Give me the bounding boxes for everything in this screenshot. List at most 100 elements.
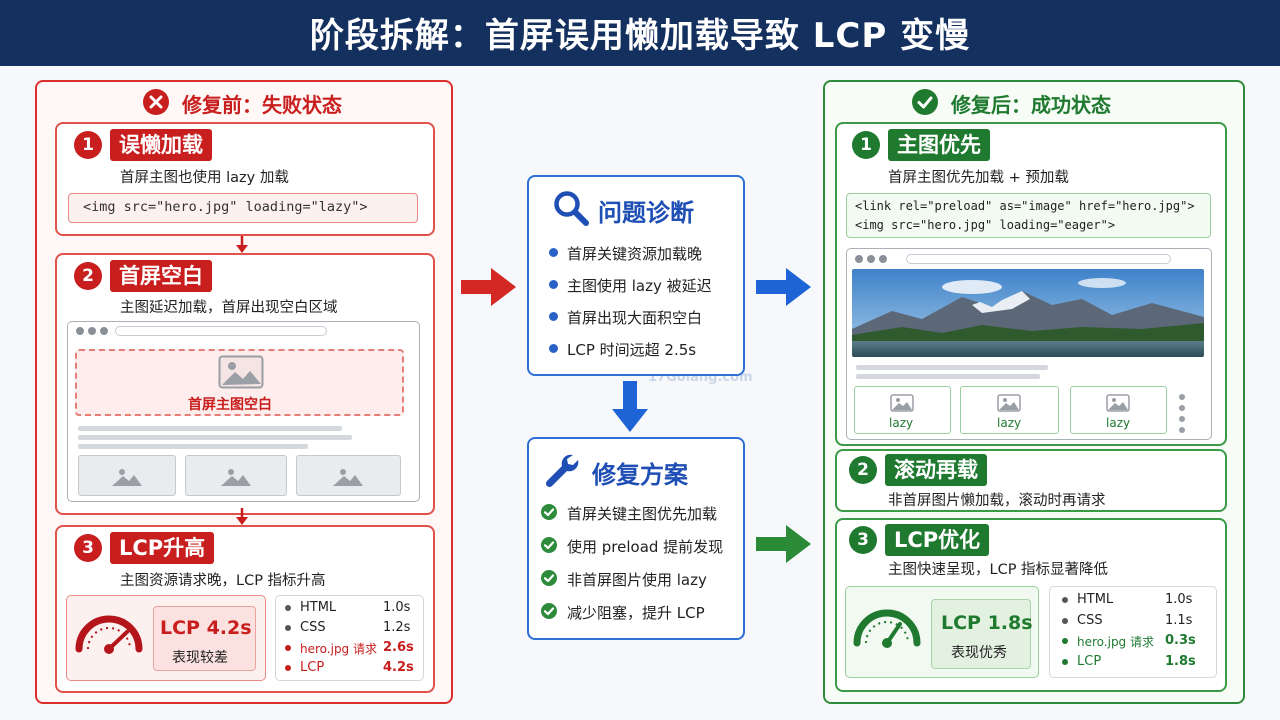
right-arrow-icon	[461, 266, 517, 312]
step-number: 2	[849, 456, 877, 484]
lazy-label: lazy	[889, 416, 914, 430]
step-desc: 首屏主图优先加载 + 预加载	[888, 170, 1069, 186]
step-tag: 首屏空白	[110, 260, 212, 292]
window-dot	[100, 327, 108, 335]
window-dot	[76, 327, 84, 335]
page-title: 阶段拆解：首屏误用懒加载导致 LCP 变慢	[309, 16, 971, 56]
metric-name: CSS	[300, 620, 326, 635]
metric-name: hero.jpg 请求	[1077, 635, 1154, 649]
step-tag: 主图优先	[888, 129, 990, 161]
step-desc: 首屏主图也使用 lazy 加载	[120, 170, 289, 186]
diagnosis-item: 主图使用 lazy 被延迟	[567, 277, 712, 295]
step-number: 3	[74, 534, 102, 562]
bullet-dot	[549, 248, 558, 257]
image-icon	[332, 467, 364, 491]
metric-value: 2.6s	[383, 640, 414, 655]
header-bar	[0, 0, 1280, 66]
step-tag: 误懒加载	[110, 129, 212, 161]
down-arrow-icon	[611, 381, 649, 437]
metric-value: 4.2s	[383, 660, 414, 675]
step-tag: LCP优化	[885, 524, 990, 556]
metric-name: LCP	[300, 660, 325, 675]
text-line	[78, 435, 352, 440]
window-dot	[88, 327, 96, 335]
text-line	[78, 444, 308, 449]
metric-dot	[285, 625, 291, 631]
metric-dot	[1062, 617, 1068, 624]
metric-value: 0.3s	[1165, 633, 1196, 648]
down-arrow-icon	[234, 236, 250, 258]
metric-value: 1.8s	[1165, 653, 1196, 669]
image-icon	[997, 394, 1021, 416]
check-circle-icon	[911, 88, 939, 116]
metric-dot	[1062, 597, 1068, 603]
check-icon	[541, 537, 557, 553]
step-number: 1	[74, 131, 102, 159]
solution-item: 首屏关键主图优先加载	[567, 505, 718, 523]
diagnosis-item: LCP 时间远超 2.5s	[567, 341, 697, 359]
diagnosis-title: 问题诊断	[598, 199, 694, 227]
metric-dot	[285, 605, 291, 611]
hero-image	[852, 269, 1204, 357]
check-icon	[541, 504, 557, 520]
step-desc: 主图快速呈现，LCP 指标显著降低	[888, 562, 1109, 578]
down-arrow-icon	[234, 508, 250, 530]
image-icon	[220, 467, 252, 491]
code-snippet: <link rel="preload" as="image" href="her…	[855, 199, 1195, 213]
lcp-rating: 表现较差	[172, 650, 228, 666]
solution-item: 使用 preload 提前发现	[567, 538, 724, 556]
step-number: 3	[849, 526, 877, 554]
lazy-label: lazy	[997, 416, 1022, 430]
image-icon	[1106, 394, 1130, 416]
lcp-rating: 表现优秀	[951, 645, 1007, 661]
text-line	[856, 365, 1048, 370]
step-desc: 主图延迟加载，首屏出现空白区域	[120, 300, 338, 316]
url-bar	[906, 254, 1171, 264]
gauge-icon	[850, 598, 924, 652]
metric-value: 1.2s	[383, 620, 411, 635]
gauge-icon	[72, 604, 146, 658]
code-snippet: <img src="hero.jpg" loading="eager">	[855, 218, 1116, 232]
step-number: 1	[852, 131, 880, 159]
solution-item: 非首屏图片使用 lazy	[567, 571, 707, 589]
lazy-label: lazy	[1106, 416, 1131, 430]
metric-value: 1.0s	[1165, 592, 1193, 607]
error-x-icon	[142, 88, 170, 116]
metric-name: HTML	[300, 600, 337, 615]
diagnosis-panel	[527, 175, 745, 376]
window-dot	[855, 255, 863, 263]
bullet-dot	[549, 312, 558, 321]
step-desc: 非首屏图片懒加载，滚动时再请求	[888, 493, 1106, 509]
wrench-icon	[543, 452, 581, 492]
window-dot	[879, 255, 887, 263]
metric-name: hero.jpg 请求	[300, 642, 377, 656]
lcp-value-box	[931, 599, 1031, 669]
lcp-value: LCP 1.8s	[941, 612, 1033, 634]
image-icon	[890, 394, 914, 416]
code-snippet: <img src="hero.jpg" loading="lazy">	[83, 199, 368, 215]
metric-dot	[1062, 638, 1068, 644]
diagnosis-item: 首屏出现大面积空白	[567, 309, 703, 327]
step-tag: 滚动再载	[885, 454, 987, 486]
metric-dot	[285, 645, 291, 651]
step-number: 2	[74, 262, 102, 290]
code-box	[846, 193, 1211, 238]
lcp-value: LCP 4.2s	[160, 617, 252, 639]
metric-value: 1.1s	[1165, 612, 1193, 628]
image-icon	[111, 467, 143, 491]
metric-name: CSS	[1077, 612, 1103, 628]
before-title: 修复前：失败状态	[182, 93, 342, 117]
text-line	[78, 426, 342, 431]
image-thumb	[78, 455, 176, 496]
solution-item: 减少阻塞，提升 LCP	[567, 604, 705, 622]
after-title: 修复后：成功状态	[951, 93, 1111, 117]
metrics-table	[1049, 586, 1217, 678]
metric-dot	[285, 665, 291, 671]
metric-dot	[1062, 658, 1068, 665]
more-dots-icon	[1178, 393, 1186, 437]
metric-value: 1.0s	[383, 600, 411, 615]
window-dot	[867, 255, 875, 263]
check-icon	[541, 570, 557, 586]
search-icon	[553, 190, 589, 230]
metrics-table	[275, 595, 424, 681]
